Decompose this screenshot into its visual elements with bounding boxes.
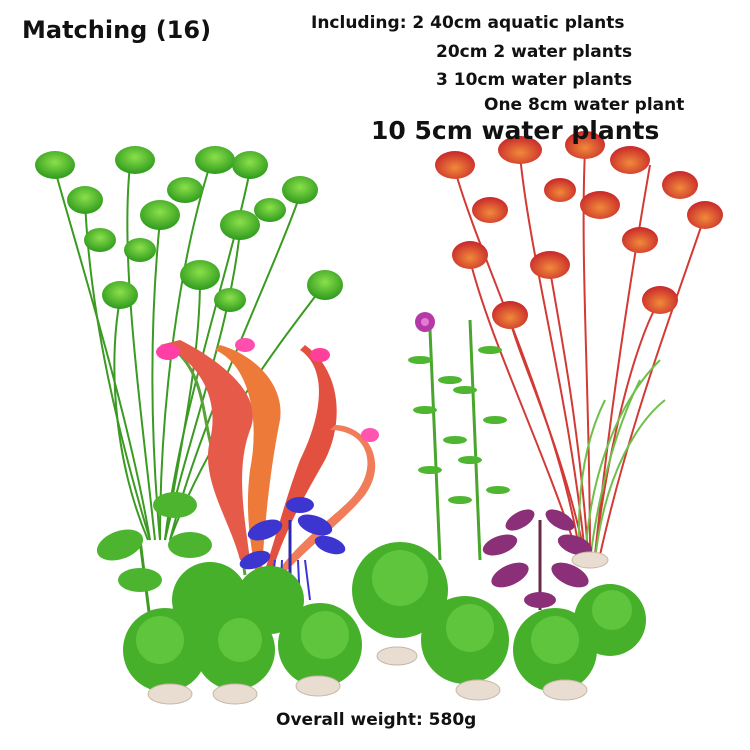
purple-plant [482, 509, 593, 610]
red-plant-leaves [435, 131, 723, 329]
plant-bases [147, 551, 609, 705]
green-stem-plant [408, 312, 510, 561]
contents-line-5: 10 5cm water plants [371, 116, 660, 145]
pink-wavy-plant [156, 338, 379, 578]
green-plant-leaves [35, 146, 343, 312]
product-title: Matching (16) [22, 16, 212, 44]
contents-line-2: 20cm 2 water plants [436, 42, 633, 62]
contents-line-3: 3 10cm water plants [436, 70, 633, 90]
overall-weight: Overall weight: 580g [276, 710, 477, 730]
contents-line-1: Including: 2 40cm aquatic plants [311, 13, 625, 33]
grass-clumps [123, 542, 646, 692]
contents-line-4: One 8cm water plant [484, 95, 685, 115]
round-leaf-plant [96, 492, 212, 621]
long-grass-plant [578, 359, 666, 561]
